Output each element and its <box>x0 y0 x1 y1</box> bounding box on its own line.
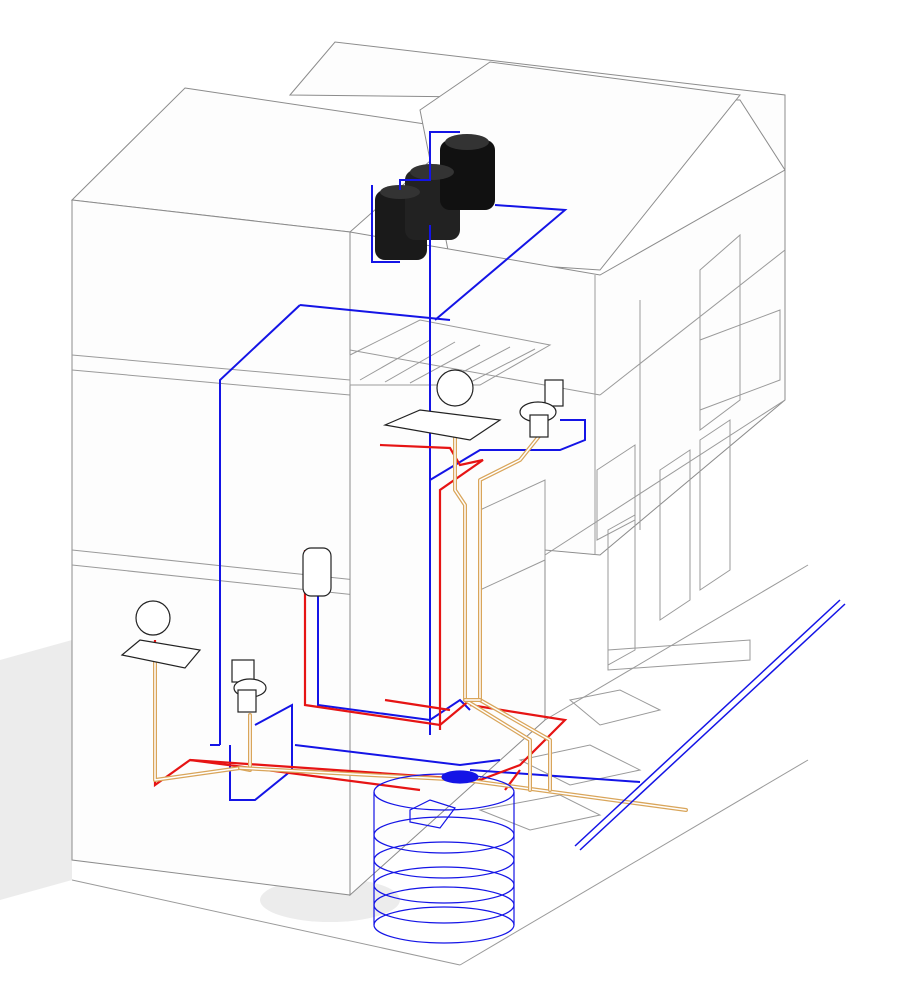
cold-water-pipe <box>371 185 400 263</box>
underground-water-tank <box>373 770 515 944</box>
cold-water-pipe <box>399 131 460 190</box>
cold-water-pipe <box>317 595 471 722</box>
fixtures <box>120 369 564 713</box>
right-wall <box>349 169 786 897</box>
cold-water-pipe <box>299 304 451 321</box>
upper-toilet <box>519 379 564 438</box>
street-main-pipe <box>574 599 846 851</box>
cold-water-pipe <box>219 304 301 745</box>
cold-water-pipe <box>229 703 293 801</box>
cold-water-pipe <box>434 204 568 321</box>
lower-toilet <box>231 659 267 713</box>
cold-water-pipes <box>210 131 641 801</box>
upper-washbasin <box>382 369 502 441</box>
drain-pipe-inner <box>454 429 531 791</box>
lower-washbasin <box>120 600 202 669</box>
building <box>70 41 809 966</box>
hot-water-pipe <box>384 698 451 712</box>
hot-water-pipe <box>189 703 568 782</box>
drain-pipe-inner <box>479 434 551 791</box>
water-heater <box>302 547 332 597</box>
cold-water-pipe <box>429 419 586 481</box>
left-front-wall <box>71 199 351 896</box>
roof-water-tanks <box>375 134 495 260</box>
cold-water-pipe <box>294 744 501 767</box>
hot-water-pipe <box>379 443 484 730</box>
hot-water-pipe <box>303 550 471 727</box>
